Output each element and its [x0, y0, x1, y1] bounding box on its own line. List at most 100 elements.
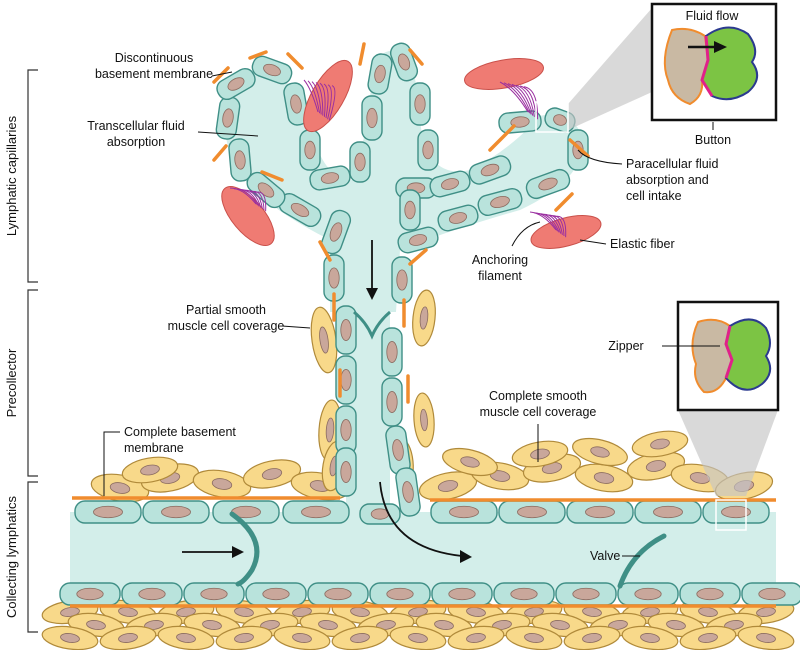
anchoring-filament-3-5 — [245, 190, 263, 209]
endo-precollector-right-4 — [395, 467, 421, 517]
basement-fragment-8 — [488, 124, 516, 152]
endo-precollector-left-3 — [335, 405, 357, 455]
endo-capillary-27-nucleus — [408, 234, 428, 246]
endo-capillary-20 — [468, 155, 512, 185]
endo-precollector-left-4 — [335, 447, 357, 497]
endo-precollector-right-3-nucleus — [392, 439, 404, 461]
smooth-muscle-bottom-38 — [737, 625, 795, 650]
endo-collecting-bottom-1-nucleus — [76, 587, 104, 601]
basement-fragment-1 — [212, 66, 230, 84]
zoom-cone-zipper — [678, 410, 778, 496]
smooth-muscle-top-9-nucleus — [593, 472, 615, 484]
label-elastic-fiber: Elastic fiber — [610, 237, 675, 251]
leader-elastic — [579, 239, 607, 245]
diagram-labels: Discontinuous basement membrane Transcel… — [87, 51, 718, 563]
anchoring-filament-1-1 — [303, 79, 319, 113]
endo-precollector-left-2-nucleus — [340, 369, 352, 391]
endo-precollector-left-4-nucleus — [340, 461, 352, 483]
endo-collecting-top-7-nucleus — [585, 505, 615, 519]
anchoring-filament-1-3 — [311, 81, 322, 115]
smooth-muscle-bottom-31-nucleus — [350, 633, 370, 643]
label-zipper: Zipper — [608, 339, 643, 353]
basement-fragment-4 — [358, 42, 366, 66]
smooth-muscle-top-9 — [574, 463, 634, 493]
endo-precollector-right-2-nucleus — [386, 391, 398, 413]
endo-capillary-7 — [216, 67, 256, 101]
smooth-muscle-bottom-35-nucleus — [582, 633, 602, 643]
endo-capillary-3-nucleus — [290, 202, 310, 218]
endo-precollector-right-1 — [381, 327, 403, 377]
label-valve: Valve — [590, 549, 620, 563]
smooth-muscle-top-1-nucleus — [109, 482, 131, 494]
smooth-muscle-top-10-nucleus — [645, 460, 667, 472]
endo-capillary-29-nucleus — [404, 200, 416, 220]
flow-arrowhead-precollector — [366, 288, 378, 300]
anchoring-filament-4-6 — [549, 215, 565, 237]
smooth-muscle-bottom-36-nucleus — [640, 633, 660, 643]
smooth-muscle-top2-4 — [442, 447, 498, 477]
endo-capillary-19 — [429, 170, 471, 198]
label-fluid-flow: Fluid flow — [686, 9, 740, 23]
leader-discontinuous — [211, 71, 233, 77]
anchoring-filament-1-8 — [328, 85, 336, 121]
endo-capillary-14-nucleus — [374, 64, 386, 84]
anchoring-filament-4-4 — [541, 213, 562, 234]
leader-complete-bm — [103, 431, 120, 496]
zoom-box-button — [535, 101, 569, 133]
anchoring-filament-3-6 — [249, 190, 265, 211]
anchoring-filament-1-7 — [327, 84, 332, 120]
endo-collecting-top-5-nucleus — [449, 505, 479, 519]
endo-collecting-bottom-9-nucleus — [572, 587, 600, 601]
smooth-muscle-top2-1 — [511, 440, 569, 468]
smooth-muscle-partial-3-nucleus — [325, 417, 335, 443]
label-anchoring-2: filament — [478, 269, 522, 283]
endo-collecting-top-6-nucleus — [517, 505, 547, 519]
collecting-lumen — [70, 512, 776, 596]
valve-leaflet-right — [617, 533, 667, 589]
endo-capillary-24-nucleus — [538, 177, 558, 191]
extracellular-layer — [70, 42, 776, 608]
endo-capillary-1 — [323, 254, 345, 302]
smooth-muscle-bottom-21-nucleus — [492, 620, 512, 630]
endo-collecting-bottom-8-nucleus — [510, 587, 538, 601]
endo-capillary-12-nucleus — [354, 152, 366, 172]
endo-collecting-top-9-nucleus — [721, 505, 751, 519]
flow-arrow-curved — [379, 481, 463, 557]
endo-capillary-2 — [320, 209, 352, 255]
smooth-muscle-top-3 — [192, 469, 252, 499]
smooth-muscle-bottom-32 — [389, 625, 447, 650]
section-brackets — [27, 69, 38, 633]
endo-collecting-top-4-nucleus — [301, 505, 331, 519]
endo-precollector-left-3-nucleus — [340, 419, 352, 441]
endo-capillary-5-nucleus — [234, 150, 246, 170]
anchoring-filament-4-3 — [537, 213, 560, 233]
endo-collecting-top-9 — [702, 500, 770, 524]
smooth-muscle-partial-2-nucleus — [419, 306, 429, 330]
leader-anchoring — [511, 221, 541, 247]
endo-collecting-bottom-9 — [555, 582, 617, 606]
valve-leaflet-left — [229, 511, 260, 587]
anchoring-filament-4-7 — [553, 215, 567, 238]
endo-capillary-26 — [437, 204, 479, 232]
smooth-muscle-bottom-37 — [679, 625, 737, 650]
endo-collecting-bottom-11-nucleus — [696, 587, 724, 601]
smooth-muscle-bottom-20-nucleus — [434, 620, 454, 630]
smooth-muscle-top2-5 — [121, 456, 179, 484]
green-cell-button — [700, 26, 759, 101]
endo-precollector-right-3 — [385, 425, 411, 475]
anchoring-filament-4-2 — [533, 212, 559, 232]
smooth-muscle-top-10 — [626, 451, 686, 481]
smooth-muscle-bottom-28-nucleus — [176, 633, 196, 643]
smooth-muscle-bottom-28 — [157, 625, 215, 650]
endo-collecting-bottom-11 — [679, 582, 741, 606]
smooth-muscle-bottom-33-nucleus — [466, 633, 486, 643]
bracket-collecting — [27, 481, 38, 633]
endo-capillary-21-nucleus — [510, 116, 530, 128]
endo-collecting-bottom-1 — [59, 582, 121, 606]
endo-precollector-right-2 — [381, 377, 403, 427]
endo-capillary-10-nucleus — [304, 140, 316, 160]
basement-fragment-6 — [212, 144, 228, 162]
smooth-muscle-bottom-17-nucleus — [260, 620, 280, 630]
smooth-muscle-bottom-30 — [273, 625, 331, 650]
